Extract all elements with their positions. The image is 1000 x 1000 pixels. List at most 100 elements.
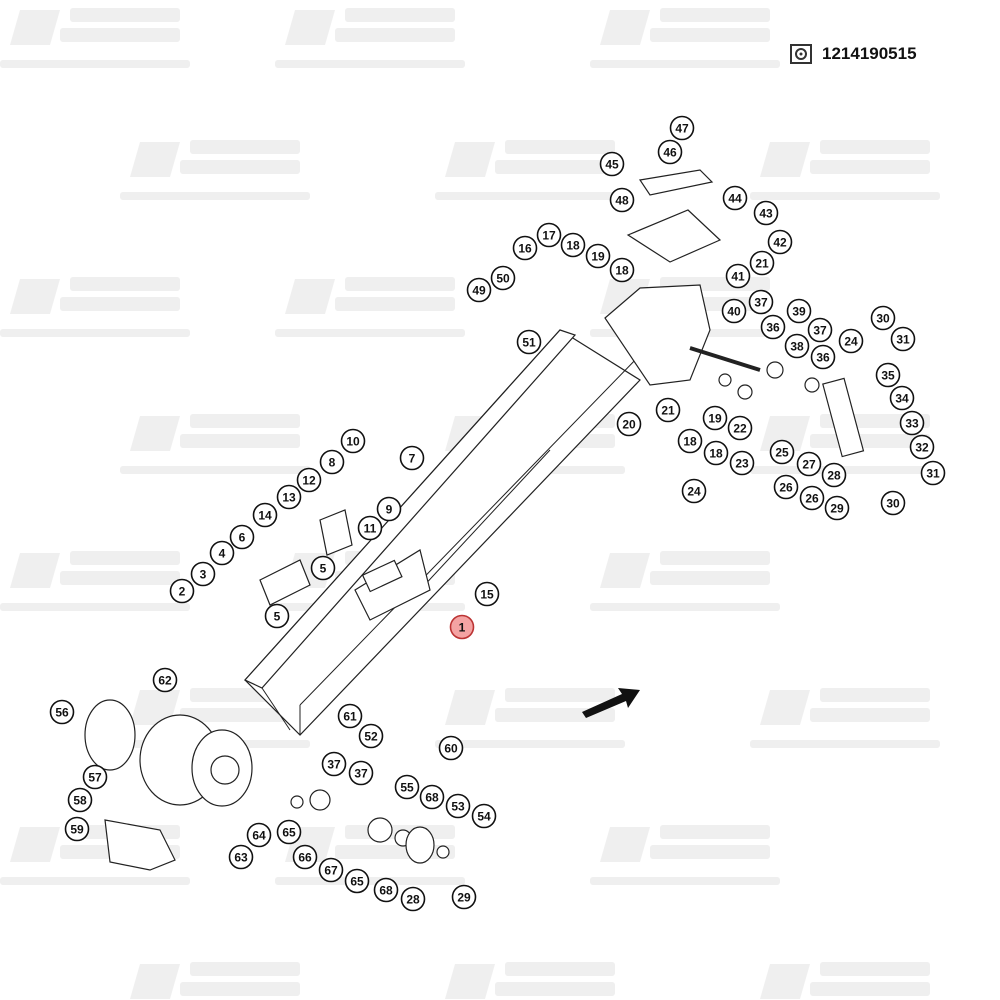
callout-30[interactable]: 30 bbox=[880, 490, 906, 516]
callout-55[interactable]: 55 bbox=[394, 774, 420, 800]
callout-4[interactable]: 4 bbox=[209, 540, 235, 566]
callout-37[interactable]: 37 bbox=[807, 317, 833, 343]
callout-45[interactable]: 45 bbox=[599, 151, 625, 177]
callout-37[interactable]: 37 bbox=[348, 760, 374, 786]
callout-5[interactable]: 5 bbox=[310, 555, 336, 581]
callout-39[interactable]: 39 bbox=[786, 298, 812, 324]
callout-26[interactable]: 26 bbox=[773, 474, 799, 500]
callout-33[interactable]: 33 bbox=[899, 410, 925, 436]
callout-24[interactable]: 24 bbox=[681, 478, 707, 504]
callout-14[interactable]: 14 bbox=[252, 502, 278, 528]
svg-text:17: 17 bbox=[542, 229, 556, 243]
callout-68[interactable]: 68 bbox=[373, 877, 399, 903]
callout-20[interactable]: 20 bbox=[616, 411, 642, 437]
callout-8[interactable]: 8 bbox=[319, 449, 345, 475]
svg-text:4: 4 bbox=[219, 547, 226, 561]
callout-31[interactable]: 31 bbox=[920, 460, 946, 486]
callout-36[interactable]: 36 bbox=[810, 344, 836, 370]
callout-18[interactable]: 18 bbox=[609, 257, 635, 283]
callout-3[interactable]: 3 bbox=[190, 561, 216, 587]
callout-68[interactable]: 68 bbox=[419, 784, 445, 810]
callout-50[interactable]: 50 bbox=[490, 265, 516, 291]
callout-52[interactable]: 52 bbox=[358, 723, 384, 749]
callout-30[interactable]: 30 bbox=[870, 305, 896, 331]
callout-6[interactable]: 6 bbox=[229, 524, 255, 550]
callout-15[interactable]: 15 bbox=[474, 581, 500, 607]
callout-13[interactable]: 13 bbox=[276, 484, 302, 510]
svg-text:30: 30 bbox=[876, 312, 890, 326]
callout-29[interactable]: 29 bbox=[824, 495, 850, 521]
callout-47[interactable]: 47 bbox=[669, 115, 695, 141]
callout-38[interactable]: 38 bbox=[784, 333, 810, 359]
callout-10[interactable]: 10 bbox=[340, 428, 366, 454]
svg-text:62: 62 bbox=[158, 674, 172, 688]
callout-66[interactable]: 66 bbox=[292, 844, 318, 870]
callout-11[interactable]: 11 bbox=[357, 515, 383, 541]
callout-23[interactable]: 23 bbox=[729, 450, 755, 476]
callout-18[interactable]: 18 bbox=[677, 428, 703, 454]
callout-19[interactable]: 19 bbox=[585, 243, 611, 269]
svg-text:68: 68 bbox=[425, 791, 439, 805]
callout-49[interactable]: 49 bbox=[466, 277, 492, 303]
watermark-logo bbox=[435, 140, 625, 200]
svg-text:16: 16 bbox=[518, 242, 532, 256]
callout-36[interactable]: 36 bbox=[760, 314, 786, 340]
callout-19[interactable]: 19 bbox=[702, 405, 728, 431]
callout-56[interactable]: 56 bbox=[49, 699, 75, 725]
callout-27[interactable]: 27 bbox=[796, 451, 822, 477]
callout-5[interactable]: 5 bbox=[264, 603, 290, 629]
callout-7[interactable]: 7 bbox=[399, 445, 425, 471]
callout-42[interactable]: 42 bbox=[767, 229, 793, 255]
callout-62[interactable]: 62 bbox=[152, 667, 178, 693]
callout-9[interactable]: 9 bbox=[376, 496, 402, 522]
callout-35[interactable]: 35 bbox=[875, 362, 901, 388]
callout-21[interactable]: 21 bbox=[655, 397, 681, 423]
callout-32[interactable]: 32 bbox=[909, 434, 935, 460]
callout-48[interactable]: 48 bbox=[609, 187, 635, 213]
callout-57[interactable]: 57 bbox=[82, 764, 108, 790]
callout-21[interactable]: 21 bbox=[749, 250, 775, 276]
svg-text:43: 43 bbox=[759, 207, 773, 221]
callout-29[interactable]: 29 bbox=[451, 884, 477, 910]
svg-text:3: 3 bbox=[200, 568, 207, 582]
callout-54[interactable]: 54 bbox=[471, 803, 497, 829]
callout-26[interactable]: 26 bbox=[799, 485, 825, 511]
callout-65[interactable]: 65 bbox=[344, 868, 370, 894]
callout-59[interactable]: 59 bbox=[64, 816, 90, 842]
callout-25[interactable]: 25 bbox=[769, 439, 795, 465]
callout-28[interactable]: 28 bbox=[400, 886, 426, 912]
callout-16[interactable]: 16 bbox=[512, 235, 538, 261]
callout-44[interactable]: 44 bbox=[722, 185, 748, 211]
svg-text:24: 24 bbox=[687, 485, 701, 499]
callout-34[interactable]: 34 bbox=[889, 385, 915, 411]
callout-24[interactable]: 24 bbox=[838, 328, 864, 354]
callout-12[interactable]: 12 bbox=[296, 467, 322, 493]
callout-17[interactable]: 17 bbox=[536, 222, 562, 248]
callout-37[interactable]: 37 bbox=[321, 751, 347, 777]
svg-text:51: 51 bbox=[522, 336, 536, 350]
callout-43[interactable]: 43 bbox=[753, 200, 779, 226]
callout-31[interactable]: 31 bbox=[890, 326, 916, 352]
callout-51[interactable]: 51 bbox=[516, 329, 542, 355]
callout-40[interactable]: 40 bbox=[721, 298, 747, 324]
svg-text:23: 23 bbox=[735, 457, 749, 471]
callout-22[interactable]: 22 bbox=[727, 415, 753, 441]
callout-53[interactable]: 53 bbox=[445, 793, 471, 819]
callout-2[interactable]: 2 bbox=[169, 578, 195, 604]
callout-63[interactable]: 63 bbox=[228, 844, 254, 870]
callout-60[interactable]: 60 bbox=[438, 735, 464, 761]
callout-46[interactable]: 46 bbox=[657, 139, 683, 165]
callout-41[interactable]: 41 bbox=[725, 263, 751, 289]
callout-1[interactable]: 1 bbox=[449, 614, 475, 640]
callout-58[interactable]: 58 bbox=[67, 787, 93, 813]
callout-67[interactable]: 67 bbox=[318, 857, 344, 883]
callout-65[interactable]: 65 bbox=[276, 819, 302, 845]
svg-text:59: 59 bbox=[70, 823, 84, 837]
callout-37[interactable]: 37 bbox=[748, 289, 774, 315]
callout-28[interactable]: 28 bbox=[821, 462, 847, 488]
callout-18[interactable]: 18 bbox=[560, 232, 586, 258]
callout-64[interactable]: 64 bbox=[246, 822, 272, 848]
svg-text:25: 25 bbox=[775, 446, 789, 460]
callout-61[interactable]: 61 bbox=[337, 703, 363, 729]
callout-18[interactable]: 18 bbox=[703, 440, 729, 466]
